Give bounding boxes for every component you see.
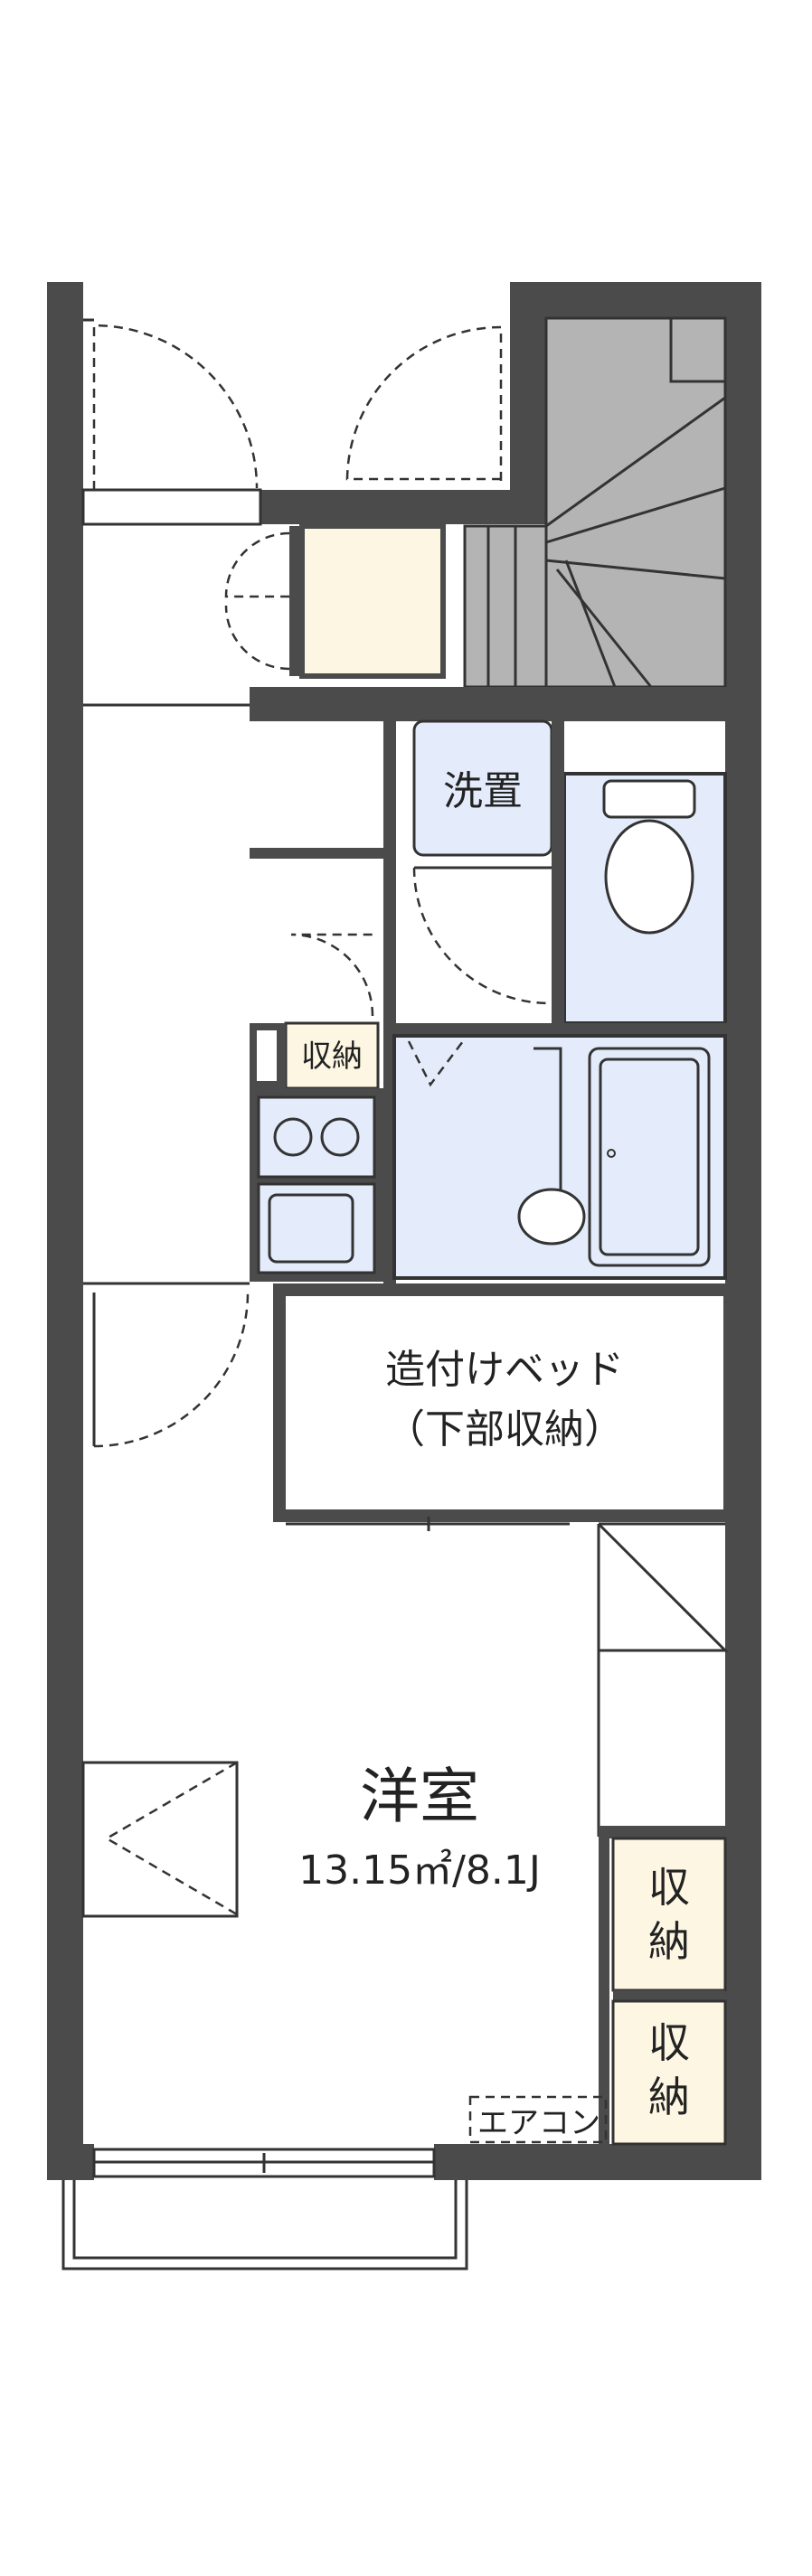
kitchen-door-swing [290,933,374,1017]
kitchen-wall-stub [250,848,394,859]
closet-column: 収 納 収 納 [597,1522,729,2146]
door-swing-left [92,324,259,490]
shoe-cabinet-swing [224,531,290,671]
closet-wall [599,1826,725,1838]
bathroom [383,1023,761,1280]
stair-line-5 [564,559,617,688]
toilet-wall-top [552,721,564,1023]
bathtub-drain [607,1149,616,1158]
washer-door-swing [412,867,551,1005]
stair-left-wall [510,282,546,490]
built-in-bed: 造付けベッド （下部収納） [273,1283,725,1531]
burner-2 [320,1117,360,1157]
left-wall [47,282,83,2180]
small-storage-label: 収納 [301,1039,363,1075]
entrance [81,318,546,526]
balcony [47,2144,468,2270]
stair-line-3 [545,559,726,580]
aircon-label: エアコン [477,2105,600,2141]
top-wall-stair [510,282,761,318]
small-storage-inner [257,1030,277,1081]
aircon-outline [468,2095,608,2144]
main-room-label: 洋室 [360,1762,479,1831]
closet-2-label-top: 収 [648,2018,690,2067]
bathtub [588,1047,711,1267]
closet-1 [611,1837,727,1992]
room-door-swing [92,1292,250,1448]
shoe-cabinet [224,523,446,679]
main-room: 洋室 13.15㎡/8.1J エアコン [81,1761,608,2144]
shoe-cabinet-body [299,523,446,679]
stair-line-4 [555,569,653,688]
bath-wall-top [383,1023,761,1036]
closet-2-label-bottom: 納 [648,2073,690,2121]
bathtub-inner [599,1058,700,1256]
stairs-upper [544,316,727,689]
cooktop [257,1095,376,1179]
stair-landing [669,316,727,383]
burner-1 [273,1117,313,1157]
closet-2 [611,1999,727,2146]
ceiling-hatch [81,1761,239,1918]
toilet-tank [602,779,696,819]
door-swing-right [345,325,503,481]
kitchen: 収納 [250,933,383,1282]
shoe-cabinet-post [289,526,302,676]
balcony-inner [72,2180,458,2260]
exterior-walls [47,282,761,2180]
bed-surface [286,1296,723,1509]
closet-1-label-top: 収 [648,1863,690,1912]
stairs [463,316,727,689]
closet-divider [613,1990,725,2001]
ceiling-hatch-diagonal [104,1761,238,1916]
closet-side-wall [599,1838,609,2144]
kitchen-sink [257,1182,376,1274]
entrance-lintel [260,490,546,524]
closet-diagonal [597,1522,729,1652]
stairs-lower [463,524,548,689]
stair-line-2 [545,486,726,544]
bottom-wall-right [434,2144,761,2180]
entrance-step [81,488,262,526]
main-room-size: 13.15㎡/8.1J [298,1847,541,1894]
balcony-outline [61,2180,468,2270]
toilet-room [552,721,727,1025]
washer-area: 洗置 [412,719,553,1005]
washer-label: 洗置 [443,768,523,814]
bed-label-line2: （下部収納） [385,1406,624,1453]
corridor-wall-top [250,687,761,721]
sink-basin [517,1188,586,1246]
toilet-bowl [604,819,694,935]
room-partition [83,1282,250,1448]
bed-label-line1: 造付けベッド [385,1347,624,1393]
bottom-wall-left [47,2144,94,2180]
closet-1-label-bottom: 納 [648,1917,690,1966]
bath-door-swing [407,1040,464,1087]
right-wall [725,282,761,2180]
small-storage [284,1021,380,1090]
stair-line-1 [545,396,726,528]
kitchen-sink-basin [268,1193,354,1264]
